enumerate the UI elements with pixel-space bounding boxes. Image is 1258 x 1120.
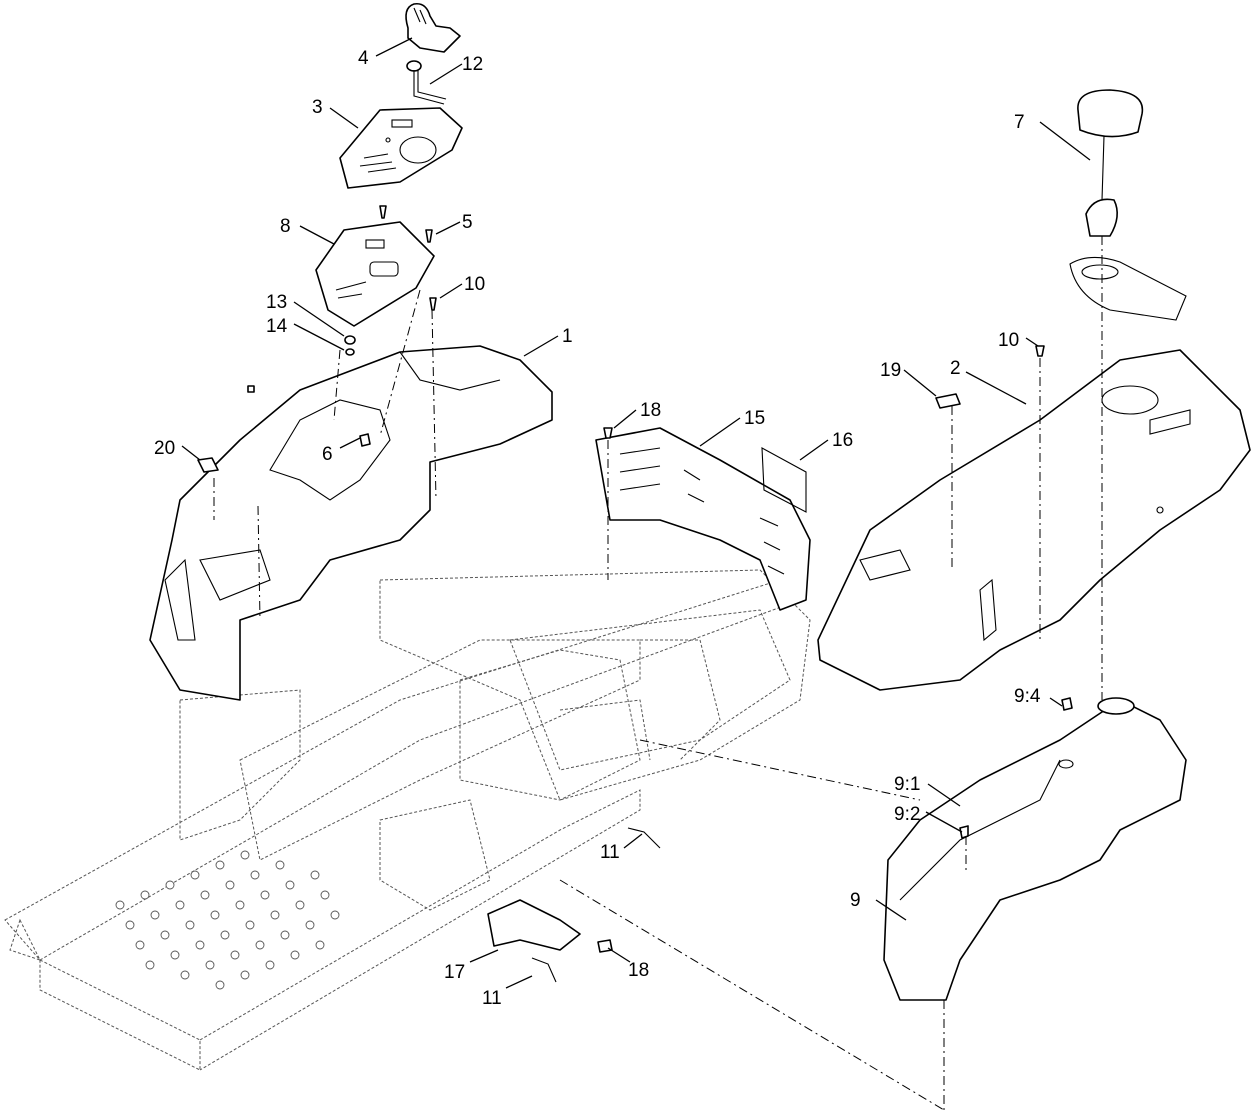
callout-9-1: 9:1	[894, 774, 920, 795]
part-7-fuel-cap	[1077, 89, 1144, 237]
part-17-bracket	[487, 899, 581, 951]
part-4-throttle-control	[405, 2, 461, 53]
callout-20: 20	[154, 438, 175, 459]
callout-labels: 1 2 3 4 5 6 7 8 9 9:1 9:2 9:4 10 10 11 1…	[154, 48, 1041, 1009]
callout-11-lower: 11	[482, 988, 502, 1009]
floor-plate-holes	[115, 850, 340, 990]
callout-8: 8	[280, 216, 291, 237]
part-1-rear-hood	[149, 345, 553, 701]
callout-1: 1	[562, 326, 573, 347]
callout-19: 19	[880, 360, 901, 381]
callout-7: 7	[1014, 112, 1025, 133]
callout-9: 9	[850, 890, 861, 911]
chassis-frame	[4, 569, 811, 1071]
callout-16: 16	[832, 430, 853, 451]
part-12-cable	[406, 60, 447, 105]
callout-10-top: 10	[464, 274, 485, 295]
fuel-gasket-decal	[1069, 256, 1187, 321]
callout-10-right: 10	[998, 330, 1019, 351]
part-2-front-hood	[817, 349, 1251, 691]
callout-14: 14	[266, 316, 288, 337]
callout-18-upper: 18	[640, 400, 661, 421]
callout-12: 12	[462, 54, 483, 75]
callout-9-4: 9:4	[1014, 686, 1041, 707]
part-15-guard-plate	[595, 427, 811, 611]
part-8-panel-plate	[315, 221, 435, 327]
part-3-control-plate	[339, 107, 463, 189]
part-9-fuel-tank	[883, 697, 1187, 1001]
part-16-decal	[761, 447, 807, 513]
callout-9-2: 9:2	[894, 804, 920, 825]
callout-4: 4	[358, 48, 369, 69]
leader-lines	[181, 37, 1091, 989]
callout-3: 3	[312, 97, 323, 118]
callout-17: 17	[444, 962, 465, 983]
assembly-centerlines	[213, 236, 1103, 1111]
callout-6: 6	[322, 444, 333, 465]
callout-13: 13	[266, 292, 287, 313]
hardware-items	[197, 205, 1073, 983]
callout-2: 2	[950, 358, 961, 379]
callout-5: 5	[462, 212, 473, 233]
callout-18-lower: 18	[628, 960, 649, 981]
callout-15: 15	[744, 408, 765, 429]
callout-11-upper: 11	[600, 842, 620, 863]
